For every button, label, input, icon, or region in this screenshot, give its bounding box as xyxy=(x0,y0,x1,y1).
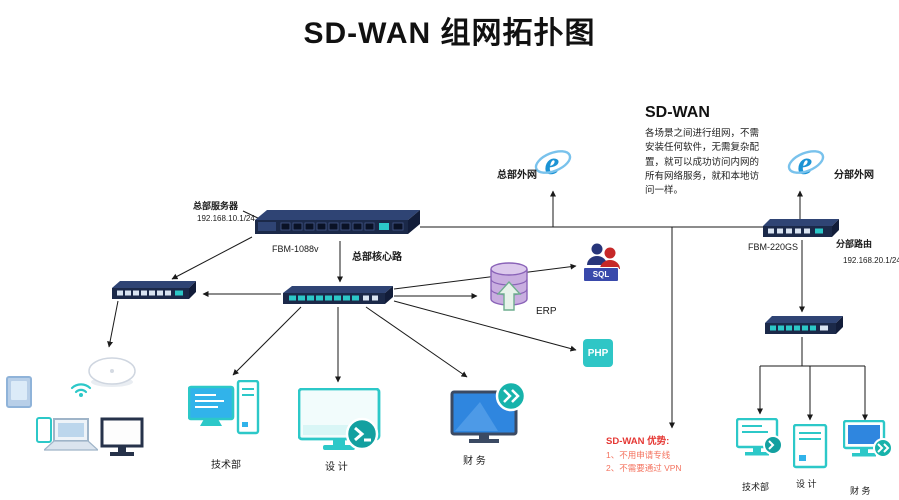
hq-core-router-model: FBM-1088v xyxy=(272,244,319,254)
hq-left-switch-icon xyxy=(112,280,196,300)
tablet-icon xyxy=(6,376,32,408)
branch-internet-label: 分部外网 xyxy=(834,170,874,181)
sdwan-note: 各场景之间进行组网，不需安装任何软件，无需复杂配置，就可以成功访问内网的所有网络… xyxy=(645,128,760,196)
php-badge: PHP xyxy=(583,339,613,367)
branch-finance-pc-icon xyxy=(843,420,893,470)
hq-core-router-icon xyxy=(255,209,420,239)
advantages-item-1: 1、不用申请专线 xyxy=(606,450,671,460)
branch-design-label: 设 计 xyxy=(796,479,817,489)
hq-core-router-role: 总部核心路 xyxy=(352,252,402,263)
hq-internet-icon: e xyxy=(533,143,573,183)
branch-tech-label: 技术部 xyxy=(742,482,770,492)
hq-internet-label: 总部外网 xyxy=(497,170,537,181)
advantages-heading: SD-WAN 优势: xyxy=(606,436,670,447)
hq-finance-label: 财 务 xyxy=(463,456,486,467)
branch-switch-icon xyxy=(765,315,843,335)
laptop-icon xyxy=(44,418,98,454)
sdwan-heading: SD-WAN xyxy=(645,104,710,121)
branch-finance-label: 财 务 xyxy=(850,486,871,496)
hq-design-label: 设 计 xyxy=(325,462,348,473)
erp-label: ERP xyxy=(536,306,557,317)
branch-router-role: 分部路由 xyxy=(836,239,873,249)
wireless-ap-icon xyxy=(68,352,138,398)
hq-tech-label: 技术部 xyxy=(211,460,241,471)
erp-database-icon xyxy=(487,260,533,312)
hq-tech-pc-icon xyxy=(188,380,260,444)
sql-users-icon: SQL xyxy=(583,241,623,283)
branch-internet-icon: e xyxy=(786,143,826,183)
hq-server-ip: 192.168.10.1/24 xyxy=(197,214,255,223)
hq-server-label: 总部服务器 xyxy=(193,201,239,211)
hq-design-pc-icon xyxy=(298,388,384,454)
hq-core-switch-icon xyxy=(283,285,393,305)
branch-tech-pc-icon xyxy=(736,418,784,468)
sql-badge: SQL xyxy=(583,267,619,282)
branch-router-ip: 192.168.20.1/24 xyxy=(843,256,899,265)
advantages-note: SD-WAN 优势: 1、不用申请专线 2、不需要通过 VPN xyxy=(606,433,682,475)
branch-router-icon xyxy=(763,218,839,238)
branch-router-model: FBM-220GS xyxy=(748,242,799,252)
desktop-monitor-icon xyxy=(100,417,144,459)
advantages-item-2: 2、不需要通过 VPN xyxy=(606,463,682,474)
branch-design-pc-icon xyxy=(793,424,829,470)
hq-finance-pc-icon xyxy=(450,380,528,446)
phone-icon xyxy=(36,417,52,443)
page-title: SD-WAN 组网拓扑图 xyxy=(303,17,596,50)
